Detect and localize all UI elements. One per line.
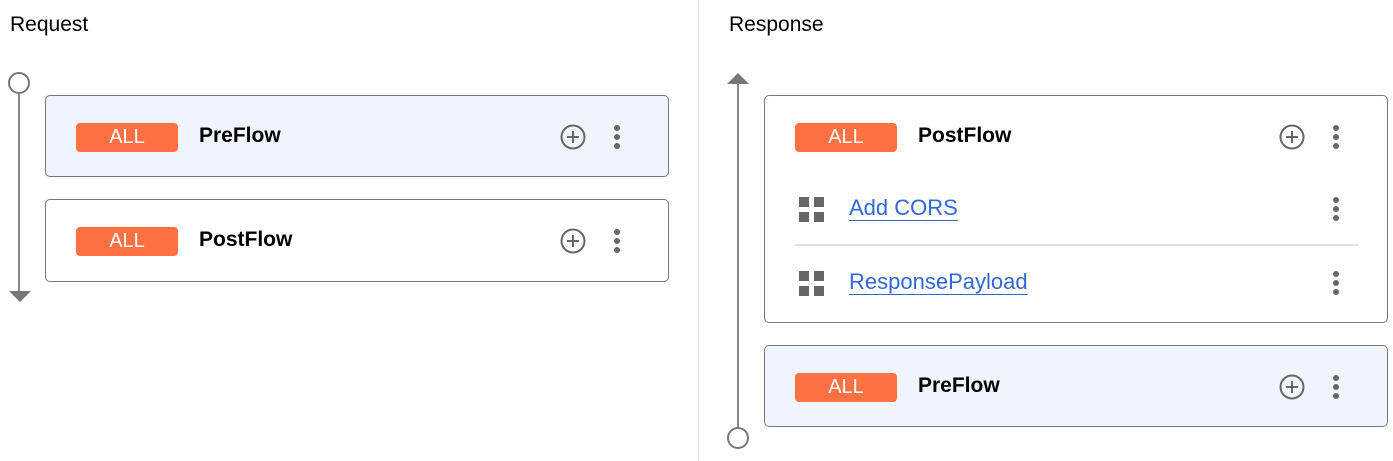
panel-divider [698,0,699,461]
arrow-down-icon [9,291,31,302]
condition-badge: ALL [76,227,178,256]
policy-grid-icon [799,271,824,296]
flow-name: PreFlow [199,124,281,147]
condition-badge: ALL [76,123,178,152]
condition-badge: ALL [795,123,897,152]
more-vert-icon[interactable] [612,124,622,150]
more-vert-icon[interactable] [612,228,622,254]
flow-name: PostFlow [199,228,293,251]
request-title: Request [10,13,89,36]
flow-end-circle-icon [727,427,749,449]
request-flow-line [18,93,20,293]
policy-grid-icon [799,197,824,222]
flow-name: PreFlow [918,374,1000,397]
request-preflow-card[interactable]: ALL PreFlow [45,95,669,177]
flow-name: PostFlow [918,124,1012,147]
request-postflow-card[interactable]: ALL PostFlow [45,199,669,282]
flow-start-circle-icon [8,72,30,94]
policy-link[interactable]: ResponsePayload [849,269,1028,294]
condition-badge: ALL [795,373,897,402]
more-vert-icon[interactable] [1331,270,1341,296]
more-vert-icon[interactable] [1331,374,1341,400]
add-step-plus-icon[interactable] [560,124,586,150]
more-vert-icon[interactable] [1331,124,1341,150]
add-step-plus-icon[interactable] [1279,374,1305,400]
policy-step: ResponsePayload [765,269,1387,323]
step-divider [795,244,1358,246]
response-flow-line [737,83,739,429]
response-preflow-card[interactable]: ALL PreFlow [764,345,1388,427]
add-step-plus-icon[interactable] [1279,124,1305,150]
arrow-up-icon [727,73,749,84]
response-title: Response [729,13,824,36]
response-postflow-card[interactable]: ALL PostFlow Add CORS ResponsePayload [764,95,1388,323]
policy-link[interactable]: Add CORS [849,195,958,220]
policy-step: Add CORS [765,195,1387,249]
add-step-plus-icon[interactable] [560,228,586,254]
more-vert-icon[interactable] [1331,196,1341,222]
